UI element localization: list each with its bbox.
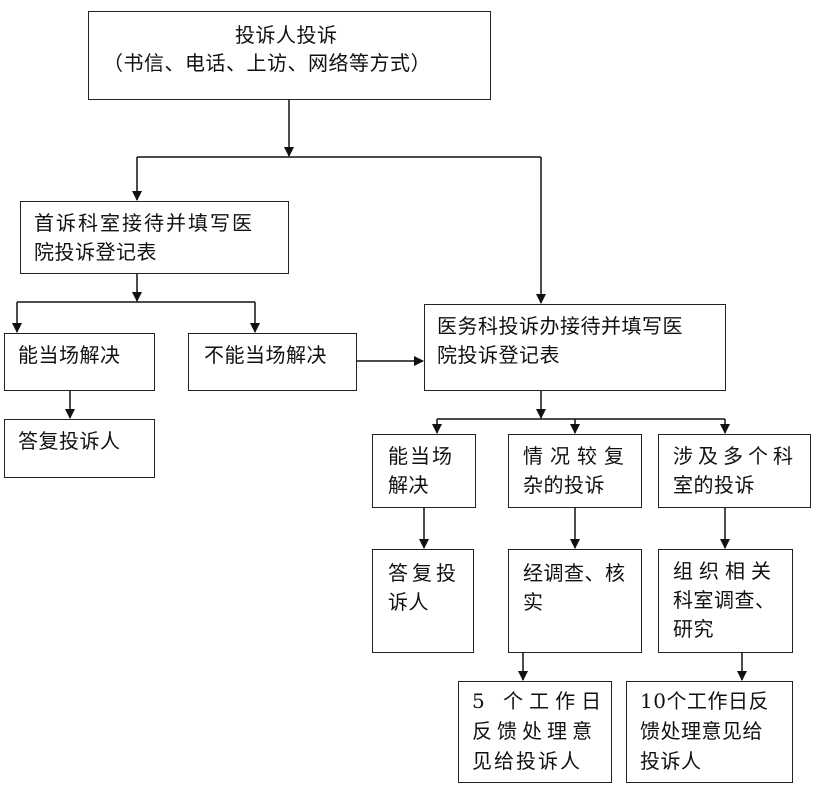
left-resolve-box: 能当场解决 (4, 333, 155, 391)
complex-box: 情况较复 杂的投诉 (508, 434, 642, 508)
complex-line1: 情况较复 (523, 444, 631, 468)
investigate-line1: 经调查、核 (523, 561, 626, 585)
investigate-line2: 实 (523, 590, 544, 614)
first-dept-box: 首诉科室接待并填写医 院投诉登记表 (20, 201, 289, 274)
left-unresolve-box: 不能当场解决 (188, 333, 357, 391)
complainant-methods: （书信、电话、上访、网络等方式） (103, 51, 431, 75)
organize-box: 组织相关 科室调查、 研究 (658, 549, 793, 653)
feedback5-box: 5 个工作日 反馈处理意 见给投诉人 (458, 681, 612, 783)
right-resolve-box: 能当场 解决 (372, 434, 476, 508)
right-resolve-line2: 解决 (388, 473, 429, 497)
right-reply-line2: 诉人 (388, 590, 429, 614)
multi-dept-line1: 涉及多个科 (673, 444, 798, 468)
left-reply-box: 答复投诉人 (4, 419, 155, 478)
organize-line3: 研究 (673, 617, 714, 641)
complainant-title: 投诉人投诉 (235, 23, 338, 47)
feedback5-line1: 5 个工作日 (472, 689, 608, 713)
complainant-box: 投诉人投诉 （书信、电话、上访、网络等方式） (88, 11, 491, 100)
right-reply-line1: 答复投 (388, 561, 460, 585)
complex-line2: 杂的投诉 (523, 473, 605, 497)
first-dept-line1: 首诉科室接待并填写医 (34, 211, 254, 235)
investigate-box: 经调查、核 实 (508, 549, 642, 653)
multi-dept-box: 涉及多个科 室的投诉 (658, 434, 811, 508)
right-reply-box: 答复投 诉人 (372, 549, 474, 653)
right-resolve-line1: 能当场 (388, 444, 454, 468)
multi-dept-line2: 室的投诉 (673, 473, 755, 497)
feedback5-line3: 见给投诉人 (472, 749, 582, 773)
feedback10-line1: 10个工作日反 (640, 689, 769, 713)
left-resolve-label: 能当场解决 (18, 343, 121, 367)
medical-office-box: 医务科投诉办接待并填写医 院投诉登记表 (424, 304, 726, 391)
left-unresolve-label: 不能当场解决 (204, 343, 327, 367)
feedback10-box: 10个工作日反 馈处理意见给 投诉人 (626, 681, 793, 783)
feedback5-line2: 反馈处理意 (472, 719, 597, 743)
first-dept-line2: 院投诉登记表 (34, 240, 157, 264)
medical-office-line2: 院投诉登记表 (437, 343, 560, 367)
medical-office-line1: 医务科投诉办接待并填写医 (437, 314, 683, 338)
organize-line1: 组织相关 (673, 559, 777, 583)
feedback10-line2: 馈处理意见给 (640, 719, 763, 743)
feedback10-line3: 投诉人 (640, 749, 702, 773)
left-reply-label: 答复投诉人 (18, 429, 121, 453)
organize-line2: 科室调查、 (673, 588, 776, 612)
